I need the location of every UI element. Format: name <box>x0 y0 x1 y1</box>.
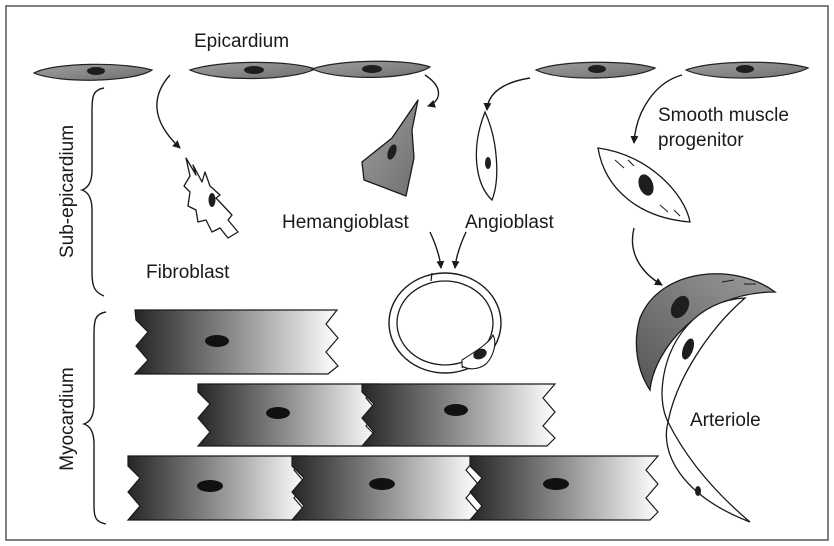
myocardium-label: Myocardium <box>57 364 81 474</box>
progenitor-label: progenitor <box>658 130 744 153</box>
fibroblast-label: Fibroblast <box>146 262 229 285</box>
arrow-angioblast-to-vessel <box>455 232 466 268</box>
arteriole-label: Arteriole <box>690 410 761 433</box>
hemangioblast-cell <box>362 100 418 196</box>
sub-epicardium-label: Sub-epicardium <box>57 128 81 258</box>
epicardium-label: Epicardium <box>194 31 289 54</box>
cardiomyocyte <box>362 384 555 446</box>
cardiomyocyte <box>470 456 658 520</box>
cardiomyocyte <box>292 456 478 520</box>
epicardial-cell <box>34 64 152 80</box>
angioblast-cell <box>476 112 496 200</box>
cardiomyocyte <box>128 456 306 520</box>
smooth-muscle-progenitor-cell <box>598 148 690 222</box>
arrow-to-hemangioblast <box>425 75 439 106</box>
epicardial-cell <box>312 61 430 77</box>
epicardial-cell <box>686 62 808 78</box>
smooth-muscle-label: Smooth muscle <box>658 105 789 128</box>
epicardial-cell <box>536 62 655 78</box>
vessel-cross-section <box>389 273 501 373</box>
sub-epicardium-brace <box>82 88 104 296</box>
arrow-hemangioblast-to-vessel <box>430 232 441 268</box>
arteriole-endothelial-cell <box>666 422 750 522</box>
hemangioblast-label: Hemangioblast <box>282 212 409 235</box>
cardiomyocyte <box>198 384 378 446</box>
epicardial-cell <box>190 62 315 78</box>
fibroblast-cell <box>184 158 238 238</box>
arrow-to-angioblast <box>487 78 530 110</box>
angioblast-label: Angioblast <box>465 212 554 235</box>
arrow-progenitor-to-arteriole <box>632 228 662 285</box>
cardiomyocyte <box>135 310 338 374</box>
arrow-to-fibroblast <box>157 75 180 148</box>
myocardium-brace <box>84 312 106 524</box>
